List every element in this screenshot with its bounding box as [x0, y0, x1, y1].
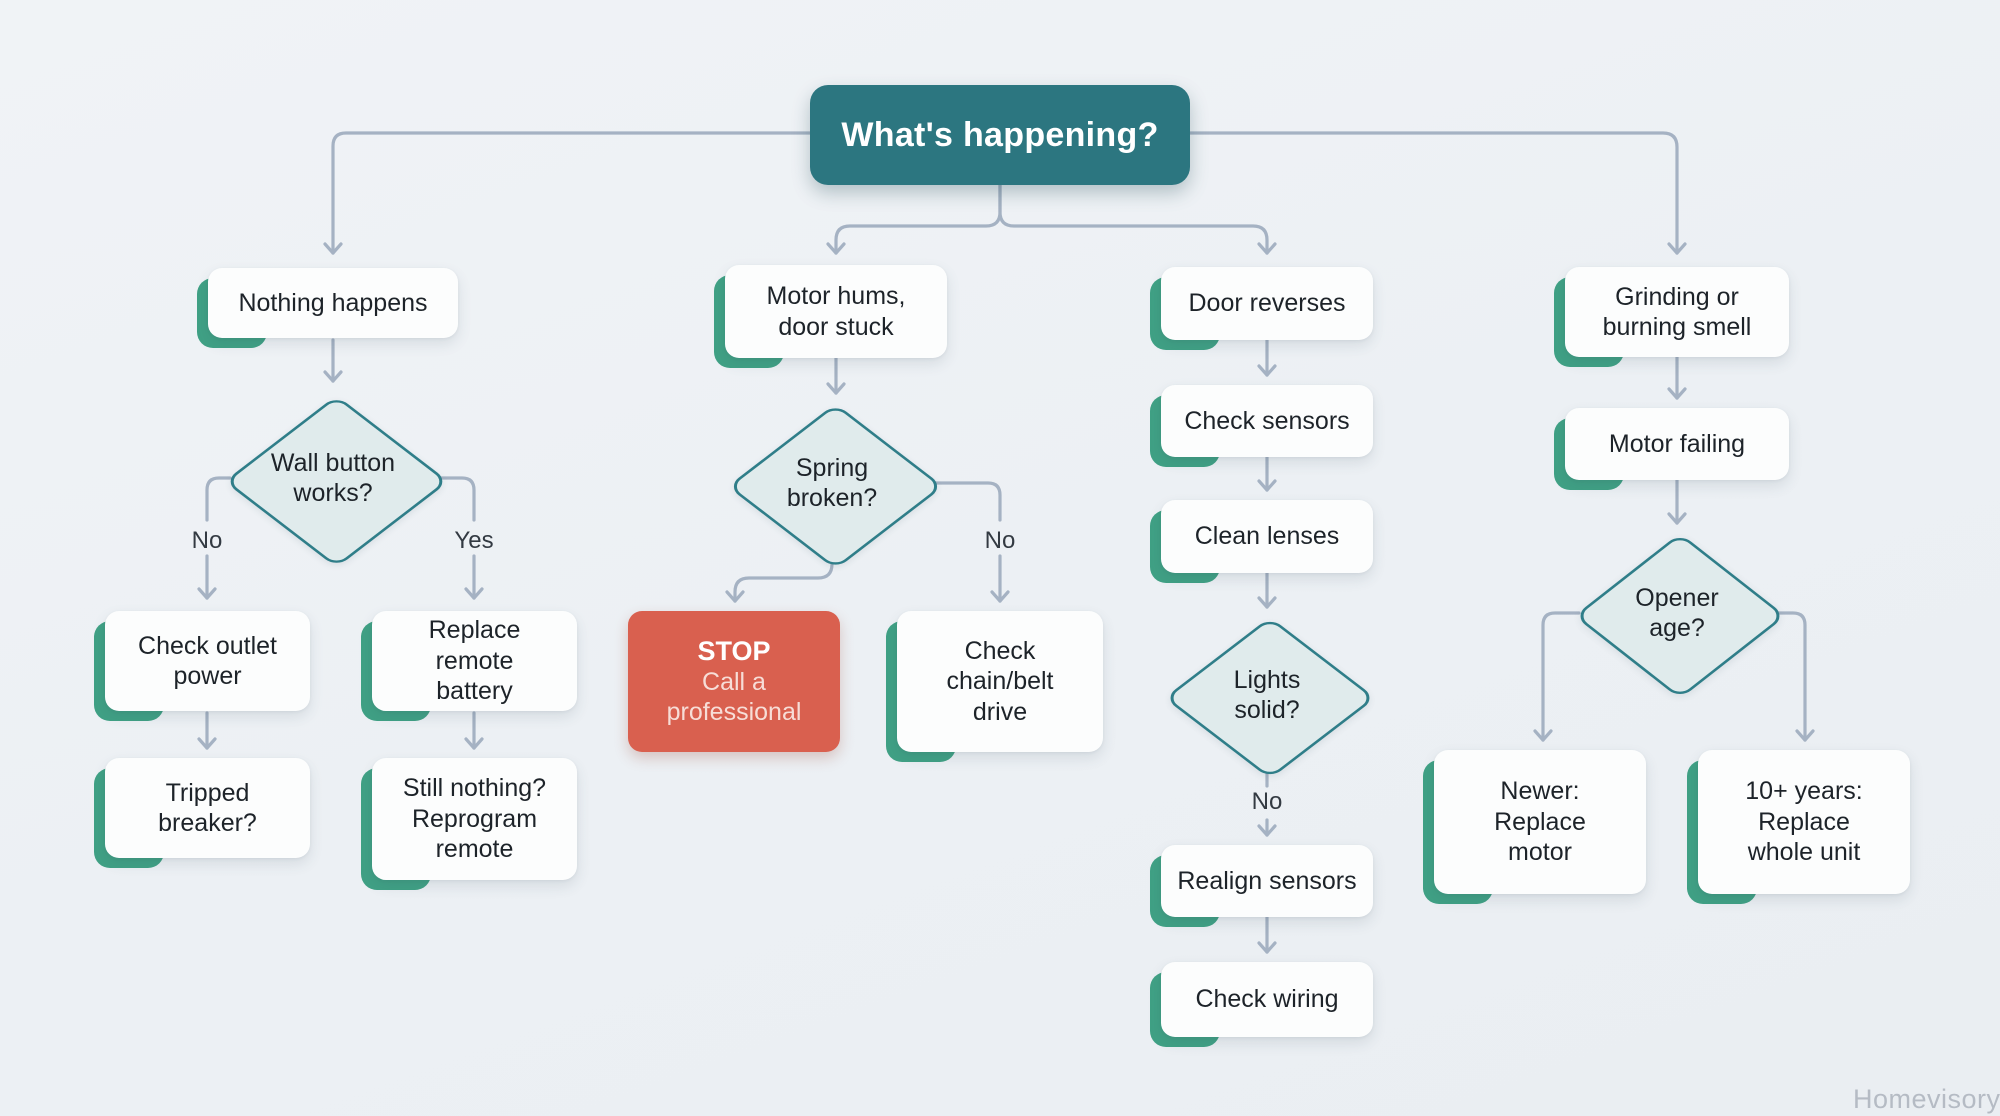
symptom-motor-hums-door-stuck: Motor hums, door stuck: [714, 265, 947, 368]
decision-lights-solid: Lights solid?: [1163, 616, 1377, 780]
connector-b1-decision-yes-stub: [434, 476, 476, 522]
decision-opener-age: Opener age?: [1573, 532, 1787, 700]
symptom-grinding-burning-smell: Grinding or burning smell: [1554, 267, 1789, 367]
connector-b4-decision-to-older: [1773, 611, 1815, 742]
label-no-spring-broken: No: [984, 527, 1016, 554]
symptom-door-reverses: Door reverses: [1150, 267, 1373, 350]
watermark: Homevisory: [1853, 1084, 2000, 1114]
step-newer-replace-motor: Newer: Replace motor: [1423, 750, 1646, 904]
label-no-lights-solid: No: [1251, 788, 1283, 815]
step-realign-sensors: Realign sensors: [1150, 845, 1373, 927]
start-node: What's happening?: [810, 85, 1190, 185]
step-clean-lenses: Clean lenses: [1150, 500, 1373, 583]
decision-spring-broken: Spring broken?: [726, 402, 944, 570]
connector-title-to-branch2: [826, 183, 1002, 255]
start-node-label: What's happening?: [841, 115, 1159, 154]
stop-call-professional: STOP Call a professional: [628, 611, 840, 752]
connector-b2-decision-no-stub: [934, 481, 1002, 522]
step-check-outlet-power: Check outlet power: [94, 611, 310, 721]
step-replace-remote-battery: Replace remote battery: [361, 611, 577, 721]
connector-b1-decision-no-stub: [205, 476, 232, 522]
connector-title-to-branch1: [323, 131, 812, 255]
label-no-wall-button: No: [191, 527, 223, 554]
decision-wall-button-works: Wall button works?: [223, 394, 449, 568]
step-tripped-breaker: Tripped breaker?: [94, 758, 310, 868]
stop-subtitle: Call a professional: [666, 667, 802, 727]
connector-b2-decision-to-stop: [725, 561, 834, 603]
stop-title: STOP: [697, 635, 771, 666]
connector-title-to-branch3: [998, 183, 1277, 255]
step-reprogram-remote: Still nothing? Reprogram remote: [361, 758, 577, 890]
step-10-years-replace-whole-unit: 10+ years: Replace whole unit: [1687, 750, 1910, 904]
connector-title-to-branch4: [1188, 131, 1687, 255]
step-motor-failing: Motor failing: [1554, 408, 1789, 490]
symptom-nothing-happens: Nothing happens: [197, 268, 458, 348]
label-yes-wall-button: Yes: [454, 527, 494, 554]
step-check-chain-belt-drive: Check chain/belt drive: [886, 611, 1103, 762]
step-check-sensors: Check sensors: [1150, 385, 1373, 467]
step-check-wiring: Check wiring: [1150, 962, 1373, 1047]
connector-b4-decision-to-newer: [1533, 611, 1581, 742]
